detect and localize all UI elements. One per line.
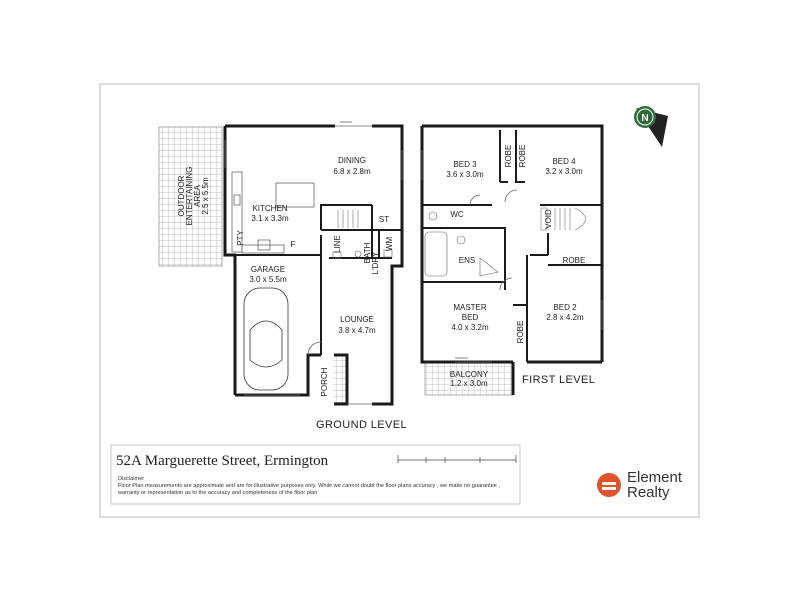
outdoor-label-line1: OUTDOOR (177, 175, 186, 216)
svg-text:N: N (641, 113, 648, 124)
disclaimer-heading: Disclaimer (118, 476, 145, 482)
element-realty-logo: Element Realty (597, 470, 682, 500)
laundry-label: L'DRY (371, 251, 380, 274)
dining-label: DINING (338, 156, 366, 165)
north-compass-icon: N (634, 106, 668, 147)
first-level-label: FIRST LEVEL (522, 374, 596, 386)
outdoor-label-size: 2.5 x 5.5m (201, 177, 210, 215)
element-logo-icon (597, 473, 621, 497)
ground-level-label: GROUND LEVEL (316, 419, 407, 431)
robe-label-4: ROBE (516, 321, 525, 344)
scale-bar (397, 455, 517, 463)
brand-line2: Realty (627, 484, 670, 501)
ground-level-plan (158, 121, 404, 406)
bed2-size: 2.8 x 4.2m (546, 313, 584, 322)
washing-machine-label: WM (385, 237, 394, 252)
bed2-label: BED 2 (553, 303, 577, 312)
first-level-plan (420, 124, 604, 396)
garage-size: 3.0 x 5.5m (249, 275, 287, 284)
balcony-size: 1.2 x 3.0m (450, 379, 488, 388)
kitchen-size: 3.1 x 3.3m (251, 214, 289, 223)
master-bed-label-1: MASTER (453, 303, 487, 312)
disclaimer-text: Floor Plan measurements are approximate … (118, 483, 501, 496)
master-bed-size: 4.0 x 3.2m (451, 323, 489, 332)
balcony-tiles (424, 361, 514, 396)
bed4-size: 3.2 x 3.0m (545, 167, 583, 176)
kitchen-label: KITCHEN (252, 204, 287, 213)
title-box (110, 444, 521, 505)
garage-label: GARAGE (251, 265, 285, 274)
master-bed-label-2: BED (462, 313, 479, 322)
wc-label: WC (450, 210, 464, 219)
car-icon (243, 287, 289, 391)
bath-label: BATH (363, 242, 372, 263)
porch-label: PORCH (320, 367, 329, 396)
lounge-size: 3.8 x 4.7m (338, 326, 376, 335)
disclaimer: Disclaimer Floor Plan measurements are a… (118, 476, 508, 497)
brand-line1: Element (627, 469, 683, 486)
outdoor-label-line3: AREA (193, 184, 202, 206)
robe-label-3: ROBE (563, 256, 586, 265)
bed4-label: BED 4 (552, 157, 576, 166)
brand-name: Element Realty (627, 470, 682, 500)
outdoor-area (158, 126, 223, 267)
outdoor-label-line2: ENTERTAINING (185, 167, 194, 226)
ensuite-label: ENS (459, 256, 475, 265)
outdoor-area-label: OUTDOOR ENTERTAINING AREA 2.5 x 5.5m (177, 167, 210, 226)
balcony-label: BALCONY (450, 370, 489, 379)
robe-label-2: ROBE (518, 145, 527, 168)
dining-size: 6.8 x 2.8m (333, 167, 371, 176)
page-frame (99, 83, 700, 518)
lounge-label: LOUNGE (340, 315, 374, 324)
porch-tiles (333, 355, 347, 405)
pantry-label: PTY (236, 230, 245, 246)
property-address: 52A Marguerette Street, Ermington (116, 453, 329, 469)
linen-label: LINE (333, 235, 342, 253)
fridge-label: F (291, 240, 296, 249)
robe-label-1: ROBE (504, 145, 513, 168)
storage-label: ST (379, 215, 389, 224)
bed3-label: BED 3 (453, 160, 477, 169)
void-label: VOID (544, 209, 553, 229)
bed3-size: 3.6 x 3.0m (446, 170, 484, 179)
